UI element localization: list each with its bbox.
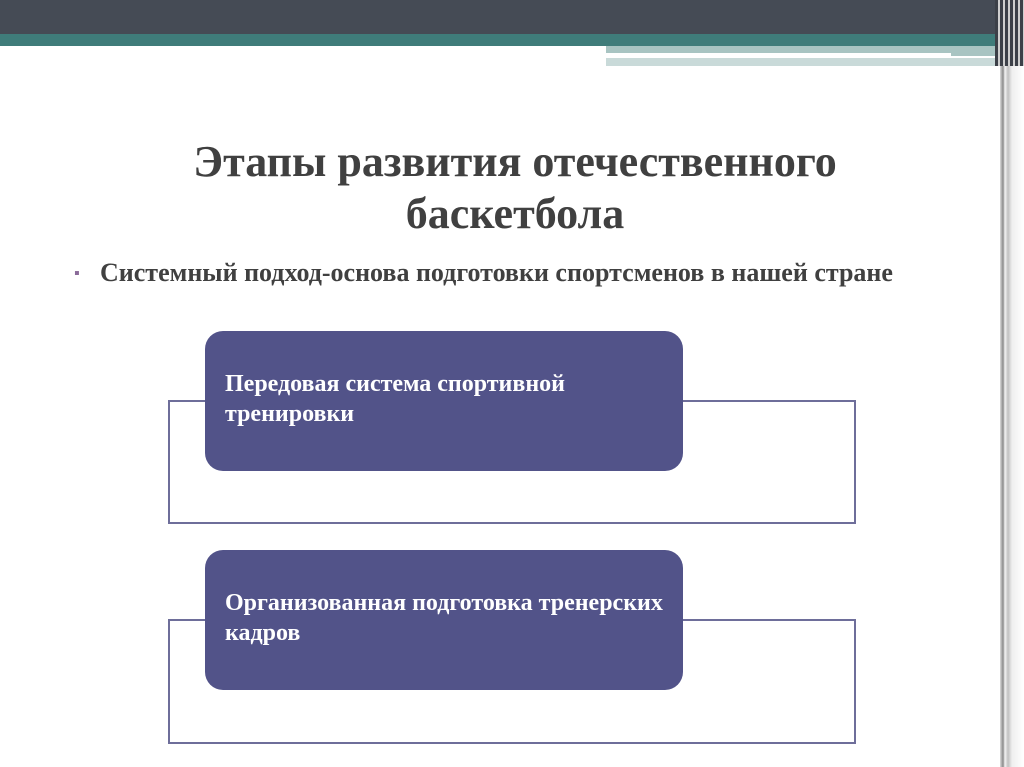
bullet-square-icon: ▪	[74, 265, 80, 282]
right-edge-stripes	[1000, 0, 1024, 767]
top-band-light	[606, 46, 1000, 56]
diagram-node-label: Передовая система спортивной тренировки	[225, 371, 565, 427]
right-edge-top-stripes	[995, 0, 1024, 66]
bullet-text: Системный подход-основа подготовки спорт…	[100, 258, 893, 287]
top-band-highlight	[606, 53, 951, 56]
top-band-teal	[0, 34, 1000, 46]
top-band-light-lower	[606, 58, 1000, 66]
diagram-node-label: Организованная подготовка тренерских кад…	[225, 590, 663, 646]
diagram-node-training-system: Передовая система спортивной тренировки	[205, 331, 683, 471]
slide-title: Этапы развития отечественного баскетбола	[193, 137, 837, 238]
diagram-node-coach-training: Организованная подготовка тренерских кад…	[205, 550, 683, 690]
top-band-dark	[0, 0, 1000, 34]
